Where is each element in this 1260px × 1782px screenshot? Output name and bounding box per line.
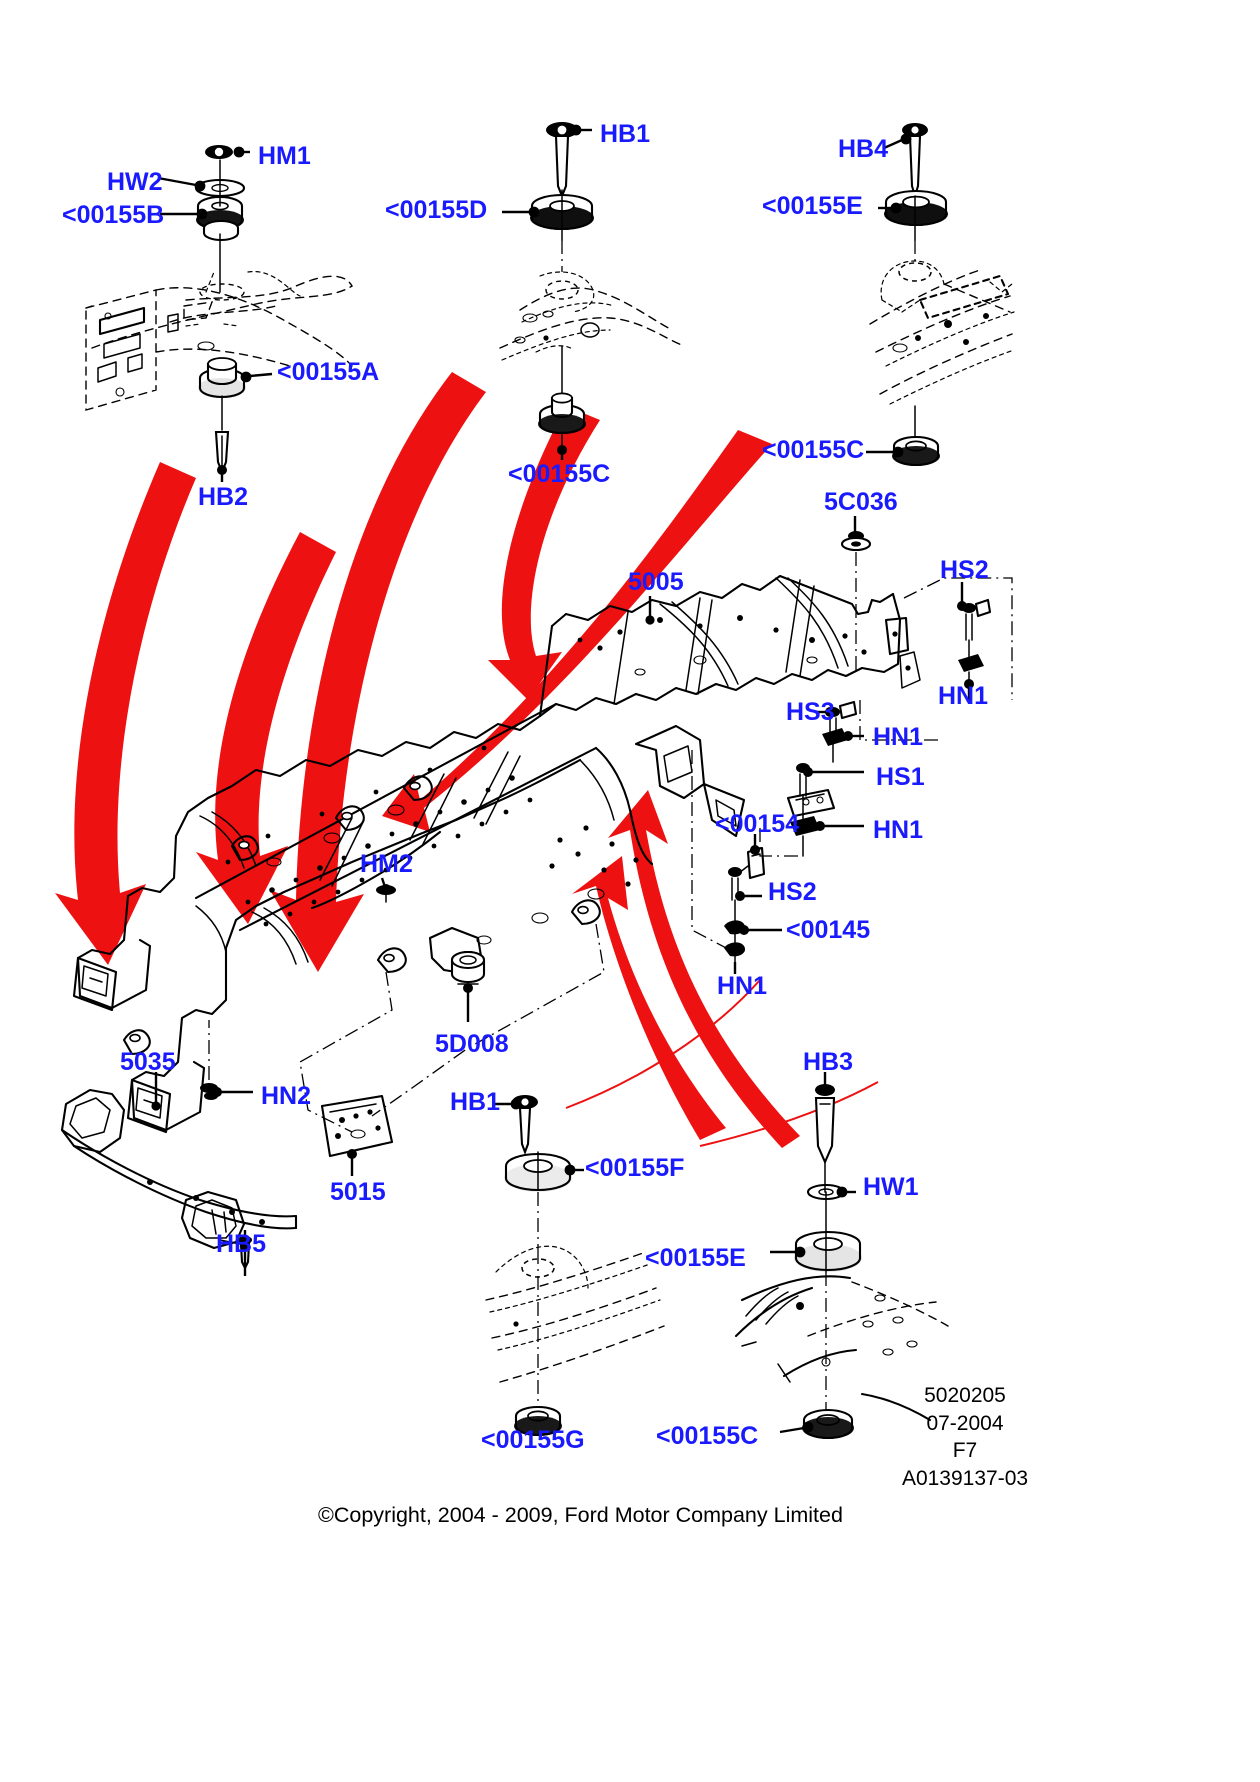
callout-00154: <00154	[715, 810, 800, 838]
callout-hs2-upper: HS2	[940, 556, 989, 584]
callout-00155c-mid: <00155C	[508, 460, 611, 488]
callout-00155b: <00155B	[62, 201, 165, 229]
callout-hs3: HS3	[786, 698, 835, 726]
sheet-code: F7	[952, 1439, 978, 1463]
callout-hs2-lower: HS2	[768, 878, 817, 906]
copyright-notice: ©Copyright, 2004 - 2009, Ford Motor Comp…	[318, 1503, 843, 1527]
callout-hb1-bottom: HB1	[450, 1088, 501, 1116]
callout-hn1-hs1: HN1	[873, 816, 924, 844]
callout-5015: 5015	[330, 1178, 386, 1206]
callout-5005: 5005	[628, 568, 684, 596]
drawing-info-block: 5020205 07-2004 F7 A0139137-03	[860, 1382, 1070, 1493]
callout-5035: 5035	[120, 1048, 176, 1076]
rear-body-mount-right-group	[734, 1072, 949, 1440]
callout-00155e-bottom: <00155E	[645, 1244, 746, 1272]
callout-hb5: HB5	[216, 1230, 267, 1258]
callout-00155a: <00155A	[277, 358, 380, 386]
callout-00155d: <00155D	[385, 196, 488, 224]
part-5d008-group	[299, 923, 605, 1133]
callout-hs1: HS1	[876, 763, 925, 791]
rear-body-mount-centre-group	[485, 1095, 665, 1437]
front-body-mount-left-group	[85, 145, 353, 482]
callout-00155e-top: <00155E	[762, 192, 863, 220]
callout-hw2: HW2	[107, 168, 163, 196]
callout-hb1-top: HB1	[600, 120, 651, 148]
callout-00155f: <00155F	[585, 1154, 685, 1182]
assembly-direction-arrows	[55, 372, 879, 1148]
callout-hm1: HM1	[258, 142, 311, 170]
callout-hn1-lower: HN1	[717, 972, 768, 1000]
callout-hb4: HB4	[838, 135, 889, 163]
part-5035-group	[60, 1020, 394, 1276]
callout-hb3: HB3	[803, 1048, 854, 1076]
callout-5d008: 5D008	[435, 1030, 509, 1058]
callout-hn2: HN2	[261, 1082, 312, 1110]
callout-00155c-right: <00155C	[762, 436, 865, 464]
callout-hb2: HB2	[198, 483, 249, 511]
callout-00155g: <00155G	[481, 1426, 585, 1454]
drawing-reference: A0139137-03	[901, 1467, 1029, 1491]
callout-hw1: HW1	[863, 1173, 919, 1201]
drawing-date: 07-2004	[926, 1411, 1004, 1435]
front-body-mount-mid-group	[499, 122, 685, 460]
right-hardware-group	[691, 577, 1013, 974]
callout-hn1-upper: HN1	[938, 682, 989, 710]
drawing-number: 5020205	[924, 1384, 1006, 1407]
callout-00155c-bottom: <00155C	[656, 1422, 759, 1450]
front-body-mount-right-group	[866, 123, 1015, 467]
callout-hm2: HM2	[360, 850, 413, 878]
callout-5c036: 5C036	[824, 488, 898, 516]
part-5c036-group	[840, 516, 872, 672]
callout-hn1-hs3: HN1	[873, 723, 924, 751]
callout-00145: <00145	[786, 916, 871, 944]
